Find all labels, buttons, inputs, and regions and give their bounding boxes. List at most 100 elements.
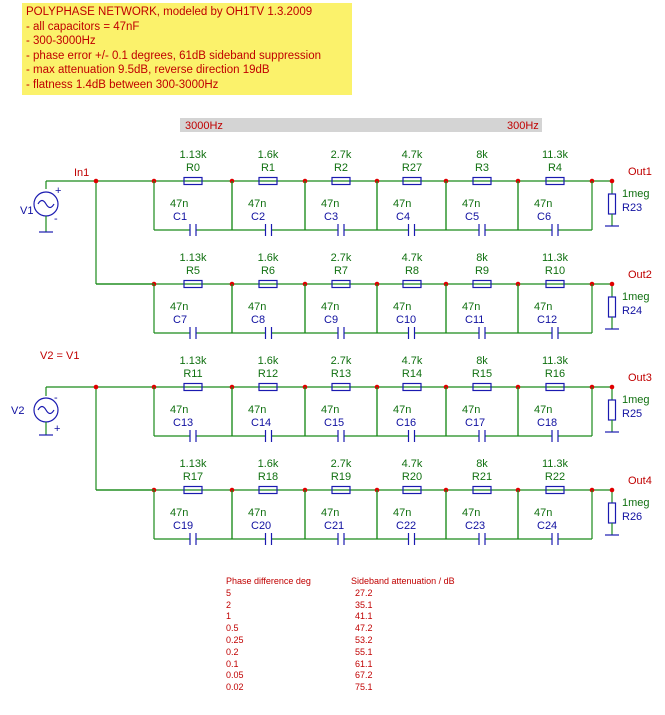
resistor-label: R22 (545, 471, 565, 483)
capacitor-label: C24 (537, 520, 557, 532)
capacitor-value: 47n (462, 198, 480, 210)
resistor-value: 1.13k (180, 355, 207, 367)
resistor-label: R2 (334, 162, 348, 174)
load-label: R25 (622, 408, 642, 420)
resistor-value: 8k (476, 252, 488, 264)
note-line: - flatness 1.4dB between 300-3000Hz (26, 78, 219, 91)
resistor-label: R20 (402, 471, 422, 483)
attenuation-cell: 27.2 (355, 587, 373, 598)
capacitor-value: 47n (462, 507, 480, 519)
note-line: - 300-3000Hz (26, 35, 96, 47)
freq-bar-left-label: 3000Hz (185, 120, 223, 132)
junction-dot (609, 487, 615, 493)
capacitor-value: 47n (248, 507, 266, 519)
resistor-value: 8k (476, 149, 488, 161)
resistor-symbol (402, 382, 422, 392)
note-line: POLYPHASE NETWORK, modeled by OH1TV 1.3.… (26, 6, 313, 18)
capacitor-value: 47n (534, 301, 552, 313)
capacitor-label: C19 (173, 520, 193, 532)
plus-sign: + (54, 423, 60, 435)
capacitor-value: 47n (248, 198, 266, 210)
resistor-value: 4.7k (402, 458, 423, 470)
minus-sign: - (54, 213, 58, 225)
resistor-symbol (331, 279, 351, 289)
capacitor-value: 47n (534, 404, 552, 416)
capacitor-value: 47n (393, 198, 411, 210)
capacitor-label: C6 (537, 211, 551, 223)
resistor-symbol (545, 382, 565, 392)
capacitor-value: 47n (534, 507, 552, 519)
resistor-value: 1.6k (258, 355, 279, 367)
resistor-symbol (183, 279, 203, 289)
resistor-value: 1.13k (180, 252, 207, 264)
capacitor-label: C1 (173, 211, 187, 223)
capacitor-label: C18 (537, 417, 557, 429)
resistor-label: R10 (545, 265, 565, 277)
column-header-attenuation: Sideband attenuation / dB (351, 576, 455, 586)
phase-cell: 0.25 (226, 634, 244, 645)
attenuation-table: Phase difference deg Sideband attenuatio… (226, 576, 495, 694)
attenuation-cell: 67.2 (355, 670, 373, 681)
resistor-value: 1.13k (180, 149, 207, 161)
capacitor-label: C14 (251, 417, 271, 429)
attenuation-cell: 61.1 (355, 658, 373, 669)
resistor-value: 1.6k (258, 149, 279, 161)
capacitor-value: 47n (393, 301, 411, 313)
resistor-label: R11 (183, 368, 202, 380)
capacitor-value: 47n (170, 404, 188, 416)
output-node-label: Out4 (628, 475, 652, 487)
capacitor-label: C22 (396, 520, 416, 532)
attenuation-cell: 55.1 (355, 646, 373, 657)
freq-bar-right-label: 300Hz (507, 120, 539, 132)
capacitor-value: 47n (393, 404, 411, 416)
load-label: R26 (622, 511, 642, 523)
capacitor-value: 47n (321, 301, 339, 313)
resistor-value: 11.3k (542, 355, 569, 367)
capacitor-value: 47n (462, 301, 480, 313)
capacitor-label: C20 (251, 520, 271, 532)
capacitor-value: 47n (321, 404, 339, 416)
resistor-label: R8 (405, 265, 419, 277)
attenuation-cell: 47.2 (355, 623, 373, 634)
capacitor-label: C23 (465, 520, 485, 532)
phase-cell: 5 (226, 587, 232, 598)
resistor-value: 1.6k (258, 252, 279, 264)
resistor-symbol (545, 279, 565, 289)
attenuation-cell: 41.1 (355, 611, 373, 622)
load-value: 1meg (622, 497, 650, 509)
resistor-symbol (402, 485, 422, 495)
resistor-value: 2.7k (331, 252, 352, 264)
column-header-phase: Phase difference deg (226, 576, 311, 586)
v2-equals-v1-label: V2 = V1 (40, 350, 79, 362)
plus-sign: + (55, 185, 61, 197)
resistor-label: R12 (258, 368, 278, 380)
capacitor-label: C5 (465, 211, 479, 223)
output-node-label: Out1 (628, 166, 652, 178)
resistor-value: 8k (476, 355, 488, 367)
resistor-symbol (183, 176, 203, 186)
resistor-symbol (258, 279, 278, 289)
phase-cell: 0.1 (226, 658, 239, 669)
resistor-symbol (545, 176, 565, 186)
minus-sign: - (54, 392, 58, 404)
resistor-value: 1.6k (258, 458, 279, 470)
phase-cell: 2 (226, 599, 232, 610)
capacitor-value: 47n (170, 301, 188, 313)
resistor-symbol (472, 279, 492, 289)
source-label: V1 (20, 205, 33, 217)
sine-symbol (37, 199, 55, 209)
resistor-symbol (545, 485, 565, 495)
resistor-label: R9 (475, 265, 489, 277)
source-label: V2 (11, 405, 24, 417)
attenuation-cell: 75.1 (355, 682, 373, 693)
resistor-value: 2.7k (331, 458, 352, 470)
resistor-value: 4.7k (402, 252, 423, 264)
resistor-label: R3 (475, 162, 489, 174)
